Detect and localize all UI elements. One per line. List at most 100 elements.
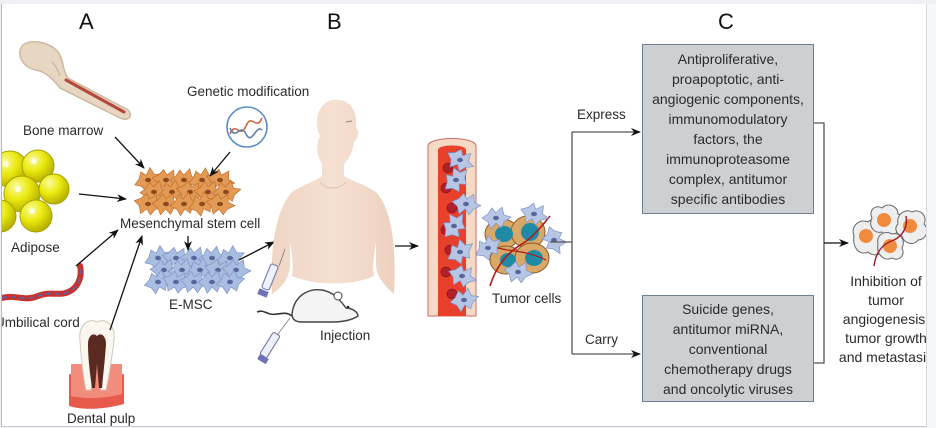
cell-nucleus xyxy=(179,267,185,273)
text-line: Antiproliferative, xyxy=(677,51,779,67)
label-adipose: Adipose xyxy=(11,240,60,255)
inhibited-tumor-cells-icon xyxy=(852,204,926,267)
cell-nucleus xyxy=(227,279,233,285)
text-line: Suicide genes, xyxy=(682,300,774,317)
illustration-layer xyxy=(2,40,926,409)
express-box: Antiproliferative, proapoptotic, anti-ang… xyxy=(642,44,814,214)
cell-nucleus xyxy=(463,201,469,207)
blood-vessel-icon xyxy=(427,138,482,317)
cell-nucleus xyxy=(531,211,537,217)
text-line: factors, the xyxy=(693,131,763,147)
cell-nucleus xyxy=(181,201,187,207)
bone-icon xyxy=(19,40,132,121)
cell-nucleus xyxy=(451,223,457,229)
cell-nucleus xyxy=(199,201,205,207)
panel-label-a: A xyxy=(79,9,94,34)
label-carry: Carry xyxy=(585,332,618,347)
stem-cell-cluster-icon xyxy=(133,166,242,217)
mouse-icon xyxy=(256,289,359,323)
arrow-emsc-to-human xyxy=(238,241,275,261)
engineered-cell-cluster-icon xyxy=(143,244,252,295)
text-line: and oncolytic viruses xyxy=(663,380,793,397)
cell-nucleus xyxy=(161,267,167,273)
label-dental-pulp: Dental pulp xyxy=(67,411,136,426)
text-line: conventional xyxy=(688,340,768,357)
label-umbilical-cord: Umbilical cord xyxy=(1,315,80,330)
cell-nucleus xyxy=(457,249,463,255)
cell-nucleus xyxy=(461,297,467,303)
cell-nucleus xyxy=(163,201,169,207)
tooth-icon xyxy=(69,320,124,409)
cell-nucleus xyxy=(145,177,151,183)
dna-helix-icon xyxy=(226,106,268,148)
text-line: complex, antitumor xyxy=(668,171,788,187)
diagram-canvas: A B C Bone marrow Genetic modification A… xyxy=(1,4,926,427)
text-line: angiogenic components, xyxy=(652,91,804,107)
connector-merge xyxy=(814,122,825,364)
arrow-cord-to-msc xyxy=(75,229,119,267)
tumor-cells-icon xyxy=(475,202,568,287)
cell-nucleus xyxy=(459,273,465,279)
syringe-icon xyxy=(257,317,291,365)
text-line: immunoproteasome xyxy=(666,151,790,167)
text-line: antitumor miRNA, xyxy=(672,320,784,337)
outcome-text: Inhibition of tumor angiogenesis, tumor gro… xyxy=(834,272,926,367)
label-express: Express xyxy=(577,107,626,122)
cell-nucleus xyxy=(227,255,233,261)
cell-nucleus xyxy=(485,245,491,251)
panel-label-b: B xyxy=(327,9,342,34)
umbilical-cord-icon xyxy=(2,263,84,302)
cell-nucleus xyxy=(223,189,229,195)
label-genetic-modification: Genetic modification xyxy=(187,84,310,99)
arrow-bone-to-msc xyxy=(114,136,145,169)
cell-nucleus xyxy=(155,279,161,285)
cell-nucleus xyxy=(453,177,459,183)
cell-nucleus xyxy=(217,201,223,207)
red-blood-cell xyxy=(446,202,458,214)
cell-nucleus xyxy=(215,267,221,273)
text-line: tumor xyxy=(868,292,904,308)
label-emsc: E-MSC xyxy=(169,297,213,312)
cell-nucleus xyxy=(515,269,521,275)
arrow-adipose-to-msc xyxy=(78,193,127,203)
label-mesenchymal-stem-cell: Mesenchymal stem cell xyxy=(120,216,261,231)
text-line: angiogenesis, xyxy=(842,311,926,327)
cell-nucleus xyxy=(209,255,215,261)
cell-nucleus xyxy=(169,189,175,195)
label-injection: Injection xyxy=(320,328,371,343)
cell-nucleus xyxy=(457,157,463,163)
text-line: tumor growth xyxy=(845,330,926,346)
cell-nucleus xyxy=(173,255,179,261)
cell-nucleus xyxy=(205,189,211,195)
adipose-tissue-icon xyxy=(2,149,70,233)
scroll-edge xyxy=(926,4,936,428)
arrow-pulp-to-msc xyxy=(109,235,143,331)
syringe-icon xyxy=(257,248,286,298)
text-line: proapoptotic, anti- xyxy=(671,71,785,87)
cell-nucleus xyxy=(173,279,179,285)
arrow-dna-to-msc xyxy=(209,151,231,177)
cell-nucleus xyxy=(145,201,151,207)
text-line: immunomodulatory xyxy=(668,111,788,127)
text-line: chemotherapy drugs xyxy=(664,360,792,377)
cell-nucleus xyxy=(191,279,197,285)
text-line: Inhibition of xyxy=(850,273,922,289)
cell-nucleus xyxy=(551,237,557,243)
text-line: specific antibodies xyxy=(670,191,786,207)
cell-nucleus xyxy=(181,177,187,183)
human-torso-icon xyxy=(271,99,395,294)
cell-nucleus xyxy=(163,177,169,183)
text-line: and metastasis xyxy=(838,349,926,365)
cell-nucleus xyxy=(197,267,203,273)
cell-nucleus xyxy=(199,177,205,183)
cell-nucleus xyxy=(191,255,197,261)
panel-label-c: C xyxy=(718,9,734,34)
label-tumor-cells: Tumor cells xyxy=(492,291,562,306)
cell-nucleus xyxy=(151,189,157,195)
cell-nucleus xyxy=(217,177,223,183)
cell-nucleus xyxy=(493,215,499,221)
label-bone-marrow: Bone marrow xyxy=(23,123,104,138)
carry-box: Suicide genes, antitumor miRNA, convention… xyxy=(642,295,814,402)
cell-nucleus xyxy=(209,279,215,285)
cell-nucleus xyxy=(155,255,161,261)
